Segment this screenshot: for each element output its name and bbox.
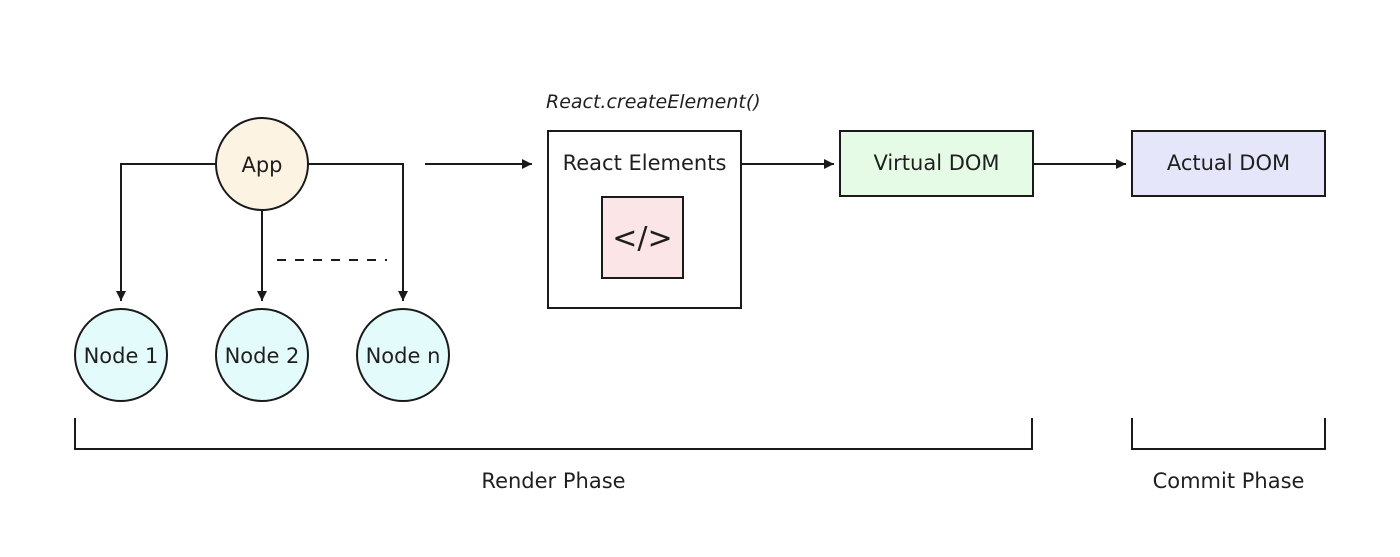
react-elements-label: React Elements bbox=[563, 151, 727, 175]
connector-app-to-noden bbox=[308, 163, 408, 301]
code-icon: </> bbox=[601, 196, 684, 279]
commit-phase-bracket bbox=[1131, 418, 1326, 450]
connector-app-to-node1 bbox=[116, 163, 216, 301]
node-1-label: Node 1 bbox=[84, 344, 159, 368]
app-node: App bbox=[215, 117, 309, 211]
actual-dom-box: Actual DOM bbox=[1131, 130, 1326, 197]
create-element-label: React.createElement() bbox=[546, 91, 761, 113]
node-1: Node 1 bbox=[74, 308, 168, 402]
app-node-label: App bbox=[241, 153, 282, 177]
virtual-dom-box: Virtual DOM bbox=[839, 130, 1034, 197]
virtual-dom-label: Virtual DOM bbox=[873, 151, 999, 175]
render-phase-bracket bbox=[74, 418, 1033, 450]
node-n: Node n bbox=[356, 308, 450, 402]
node-2: Node 2 bbox=[215, 308, 309, 402]
actual-dom-label: Actual DOM bbox=[1167, 151, 1290, 175]
commit-phase-label: Commit Phase bbox=[1153, 469, 1305, 493]
code-glyph: </> bbox=[612, 221, 672, 256]
node-n-label: Node n bbox=[366, 344, 441, 368]
render-phase-label: Render Phase bbox=[481, 469, 625, 493]
node-2-label: Node 2 bbox=[225, 344, 300, 368]
react-elements-box: React Elements </> bbox=[547, 130, 742, 309]
